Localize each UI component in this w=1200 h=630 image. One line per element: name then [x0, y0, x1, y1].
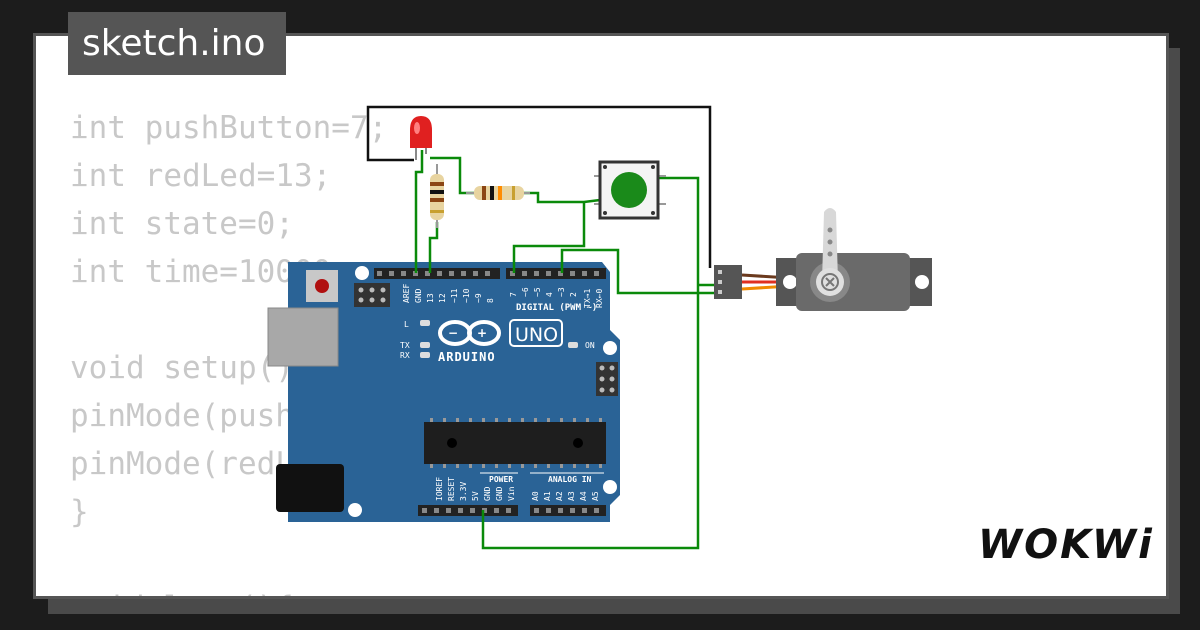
- wire-resistor-to-button: [522, 191, 601, 204]
- pin-label: Vin: [507, 486, 516, 501]
- pushbutton-cap[interactable]: [611, 172, 647, 208]
- code-line: int redLed=13;: [70, 158, 332, 194]
- led-l-indicator: [420, 320, 430, 326]
- power-label: POWER: [489, 475, 513, 484]
- mount-hole: [355, 266, 369, 280]
- wire-pin3-to-servo: [560, 248, 716, 295]
- code-line: void loop(){: [70, 584, 555, 596]
- filename-tab[interactable]: sketch.ino: [68, 12, 286, 75]
- pin-label: A5: [591, 491, 600, 501]
- pin-label: ~5: [533, 287, 542, 297]
- wire-gnd-black: [366, 105, 712, 268]
- led-l-label: L: [404, 320, 409, 329]
- mount-hole: [603, 341, 617, 355]
- led-tx-indicator: [420, 342, 430, 348]
- led-on-indicator: [568, 342, 578, 348]
- pin-label: 7: [509, 292, 518, 297]
- pin-label: A3: [567, 491, 576, 501]
- pin-label: IOREF: [435, 477, 444, 501]
- pin-label: A2: [555, 491, 564, 501]
- pin-label: 12: [438, 293, 447, 303]
- led-on-label: ON: [585, 341, 595, 350]
- wire-led-to-gnd: [414, 150, 424, 273]
- pin-label: GND: [483, 486, 492, 501]
- wire-button-to-7: [512, 202, 586, 273]
- wire-button-to-5v: [481, 176, 700, 550]
- resistor-vertical[interactable]: [430, 164, 444, 228]
- pin-label: A0: [531, 491, 540, 501]
- power-header: [418, 505, 518, 516]
- pin-label: GND: [495, 486, 504, 501]
- pin-label: 4: [545, 292, 554, 297]
- icsp-header-right: [596, 362, 618, 396]
- model-label: UNO: [515, 324, 558, 346]
- bottom-pin-labels: IOREF RESET 3.3V 5V GND GND Vin A0 A1 A2…: [435, 477, 600, 501]
- chip-dot: [573, 438, 583, 448]
- pin-label: RESET: [447, 477, 456, 501]
- pin-label: A1: [543, 491, 552, 501]
- mount-hole: [603, 480, 617, 494]
- pin-label: TX→1: [583, 289, 592, 308]
- pin-label: 5V: [471, 491, 480, 501]
- pin-label: AREF: [402, 284, 411, 303]
- digital-header-pins: [377, 271, 599, 276]
- pin-label: ~3: [557, 287, 566, 297]
- led-rx-label: RX: [400, 351, 410, 360]
- red-led[interactable]: [410, 116, 432, 160]
- icsp-header: [354, 283, 390, 307]
- servo-horn[interactable]: [822, 208, 838, 282]
- power-jack: [276, 464, 344, 512]
- top-pin-labels: AREF GND 13 12 ~11 ~10 ~9 8 7 ~6 ~5 4 ~3…: [402, 284, 604, 308]
- wokwi-logo: WOKWi: [978, 522, 1154, 568]
- led-rx-indicator: [420, 352, 430, 358]
- pin-label: RX←0: [595, 289, 604, 308]
- pin-label: A4: [579, 491, 588, 501]
- chip-pins: [430, 418, 602, 468]
- pushbutton[interactable]: [594, 160, 666, 220]
- code-line: }: [70, 494, 89, 530]
- usb-connector: [267, 307, 339, 367]
- uno-badge: [509, 319, 563, 347]
- pin-label: 8: [486, 298, 495, 303]
- mount-hole: [348, 503, 362, 517]
- digital-header-right: [506, 268, 606, 279]
- bottom-header-pins: [422, 508, 599, 513]
- arduino-uno-board[interactable]: AREF GND 13 12 ~11 ~10 ~9 8 7 ~6 ~5 4 ~3…: [267, 262, 620, 522]
- code-line: int state=0;: [70, 206, 294, 242]
- analog-header: [530, 505, 606, 516]
- code-line: int pushButton=7;: [70, 110, 388, 146]
- pin-label: ~9: [474, 293, 483, 303]
- brand-label: ARDUINO: [438, 350, 496, 364]
- logo-minus: −: [448, 326, 458, 340]
- servo-motor[interactable]: [714, 208, 932, 311]
- chip-dot: [447, 438, 457, 448]
- resistor-horizontal[interactable]: [466, 186, 530, 200]
- pin-label: 13: [426, 293, 435, 303]
- led-tx-label: TX: [400, 341, 410, 350]
- pin-label: 2: [569, 292, 578, 297]
- pin-label: ~6: [521, 287, 530, 297]
- green-wires: [414, 150, 716, 550]
- analog-label: ANALOG IN: [548, 475, 592, 484]
- pin-label: ~10: [462, 288, 471, 303]
- logo-plus: +: [477, 326, 487, 340]
- pin-label: ~11: [450, 288, 459, 303]
- pin-label: GND: [414, 288, 423, 303]
- arduino-infinity-logo: [438, 320, 501, 346]
- digital-label: DIGITAL (PWM ~): [516, 303, 597, 313]
- wire-resistor-to-13: [428, 222, 439, 273]
- pin-label: 3.3V: [459, 482, 468, 501]
- reset-button-cap: [315, 279, 329, 293]
